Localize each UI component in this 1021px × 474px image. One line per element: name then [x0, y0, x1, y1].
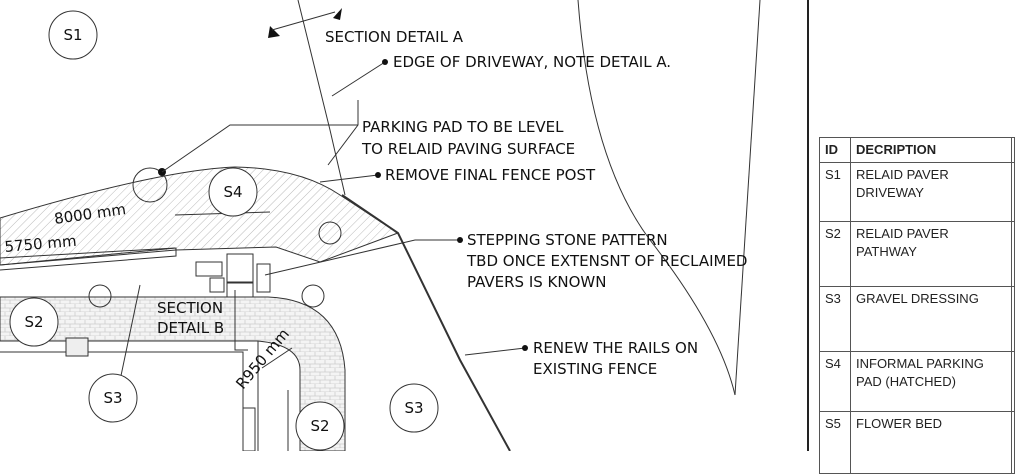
renew-rails-note-2: EXISTING FENCE	[533, 360, 657, 378]
leader-lines	[0, 61, 526, 451]
legend-id: S1	[819, 162, 851, 222]
legend-row: S4 INFORMAL PARKING PAD (HATCHED)	[819, 351, 1015, 412]
fence	[341, 194, 511, 451]
driveway-line	[734, 0, 761, 396]
legend-description: RELAID PAVER DRIVEWAY	[850, 162, 1012, 222]
area-tag-s2: S2	[24, 313, 43, 331]
driveway-curve	[577, 0, 736, 396]
legend-row: S1 RELAID PAVER DRIVEWAY	[819, 162, 1015, 222]
legend-description: FLOWER BED	[850, 411, 1012, 474]
legend-id: S2	[819, 221, 851, 287]
legend-id: S3	[819, 286, 851, 352]
section-a-arrows	[268, 8, 342, 38]
legend-description: RELAID PAVER PATHWAY	[850, 221, 1012, 287]
renew-rails-note-1: RENEW THE RAILS ON	[533, 339, 698, 357]
legend-header-description: DECRIPTION	[850, 137, 1012, 163]
legend-row: S5 FLOWER BED	[819, 411, 1015, 474]
area-tag-s3: S3	[404, 399, 423, 417]
parking-pad-hatched	[0, 166, 400, 266]
legend-header-row: ID DECRIPTION	[819, 137, 1015, 163]
legend-row: S2 RELAID PAVER PATHWAY	[819, 221, 1015, 287]
area-tag-s4: S4	[223, 183, 242, 201]
site-plan-drawing: SECTION DETAIL A EDGE OF DRIVEWAY, NOTE …	[0, 0, 809, 451]
legend-table: ID DECRIPTION S1 RELAID PAVER DRIVEWAY S…	[819, 137, 1015, 474]
parking-pad-note-2: TO RELAID PAVING SURFACE	[361, 140, 575, 158]
section-detail-b-label-1: SECTION	[157, 299, 223, 317]
section-detail-b-label-2: DETAIL B	[157, 319, 224, 337]
remove-post-note: REMOVE FINAL FENCE POST	[385, 166, 596, 184]
tree-markers	[88, 167, 342, 308]
stepping-stone-note-2: TBD ONCE EXTENSNT OF RECLAIMED	[466, 252, 747, 270]
stepping-stone-note-1: STEPPING STONE PATTERN	[467, 231, 668, 249]
section-detail-a-label: SECTION DETAIL A	[325, 28, 464, 46]
edge-of-driveway-note: EDGE OF DRIVEWAY, NOTE DETAIL A.	[393, 53, 671, 71]
stepping-stones	[195, 253, 271, 298]
legend-description: INFORMAL PARKING PAD (HATCHED)	[850, 351, 1012, 412]
legend-description: GRAVEL DRESSING	[850, 286, 1012, 352]
legend-id: S5	[819, 411, 851, 474]
parking-pad-note-1: PARKING PAD TO BE LEVEL	[362, 118, 564, 136]
area-tag-s2: S2	[310, 417, 329, 435]
legend-header-id: ID	[819, 137, 851, 163]
area-tag-s3: S3	[103, 389, 122, 407]
paver-pathway	[0, 296, 346, 451]
legend-id: S4	[819, 351, 851, 412]
stepping-stone-note-3: PAVERS IS KNOWN	[467, 273, 606, 291]
area-tag-s1: S1	[63, 26, 82, 44]
legend-row: S3 GRAVEL DRESSING	[819, 286, 1015, 352]
driveway-edge	[297, 0, 346, 196]
